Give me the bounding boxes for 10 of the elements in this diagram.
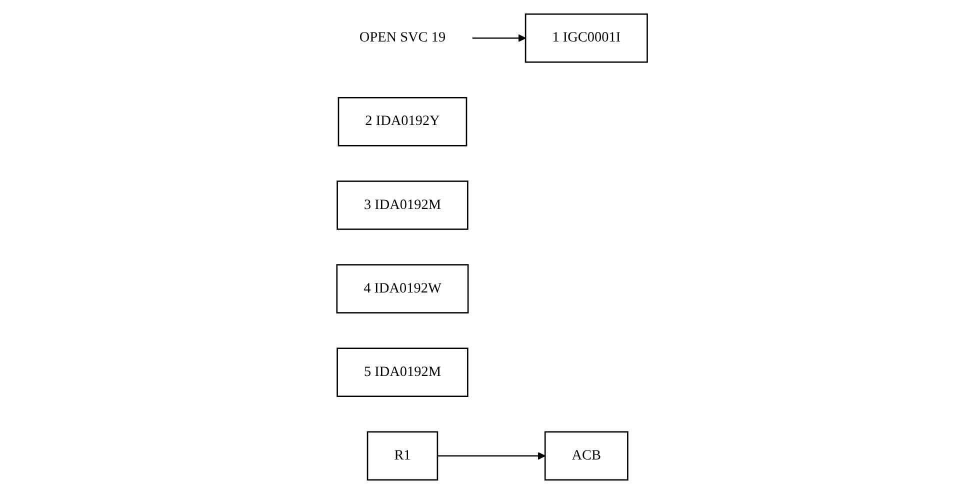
- arrow: [472, 34, 526, 42]
- node-box: 2 IDA0192Y: [338, 97, 468, 146]
- node-box: 4 IDA0192W: [336, 264, 469, 314]
- node-box: 5 IDA0192M: [336, 348, 468, 397]
- node-box: R1: [366, 431, 438, 481]
- arrow: [437, 452, 546, 460]
- node-box: 1 IGC0001I: [524, 13, 648, 63]
- node-box: ACB: [544, 431, 628, 481]
- node-box: 3 IDA0192M: [336, 180, 468, 230]
- node-text: OPEN SVC 19: [359, 30, 446, 46]
